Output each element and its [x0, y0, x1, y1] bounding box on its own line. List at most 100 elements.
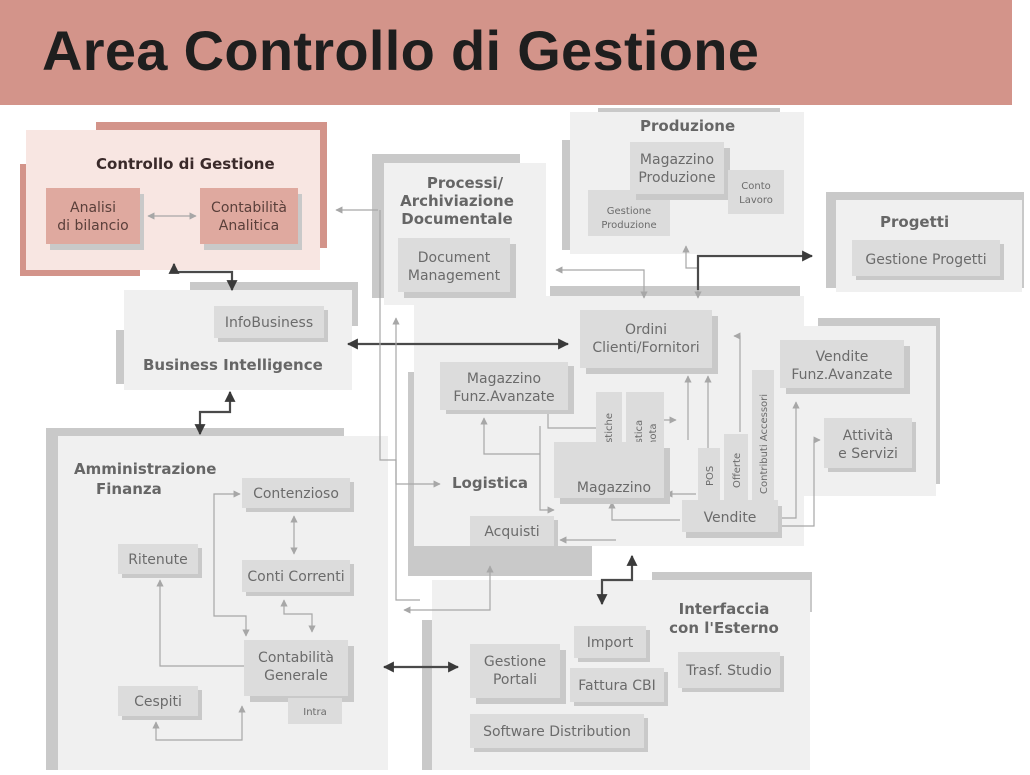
- svg-text:Produzione: Produzione: [601, 220, 656, 231]
- area-title-processi-3: Documentale: [401, 210, 512, 228]
- svg-text:Ordini: Ordini: [625, 322, 667, 338]
- node-document-management: Document Management: [398, 238, 516, 298]
- node-analisi-bilancio: Analisi di bilancio: [46, 188, 144, 250]
- area-title-controllo: Controllo di Gestione: [96, 155, 275, 173]
- svg-text:Contabilità: Contabilità: [258, 650, 334, 666]
- node-attivita-servizi: Attività e Servizi: [824, 418, 916, 472]
- connector-magazzino-vendite: [608, 501, 680, 521]
- svg-text:Vendite: Vendite: [704, 510, 757, 526]
- area-title-bi: Business Intelligence: [143, 356, 323, 374]
- svg-text:POS: POS: [705, 466, 716, 486]
- svg-text:Conto: Conto: [741, 181, 770, 192]
- area-title-processi-1: Processi/: [427, 174, 504, 192]
- area-title-amministrazione-2: Finanza: [96, 480, 162, 498]
- node-gestione-progetti: Gestione Progetti: [852, 240, 1004, 280]
- svg-text:Acquisti: Acquisti: [484, 524, 539, 540]
- connector-ordini-progetti: [696, 250, 814, 290]
- svg-text:Analitica: Analitica: [219, 218, 279, 234]
- node-import: Import: [574, 626, 650, 662]
- svg-text:Magazzino: Magazzino: [467, 371, 541, 387]
- node-contributi-accessori: Contributi Accessori: [752, 370, 774, 500]
- connector-ordini-offerte: [733, 332, 741, 432]
- connector-bi-amministrazione: [194, 390, 236, 436]
- svg-text:Management: Management: [408, 268, 501, 284]
- node-software-distribution: Software Distribution: [470, 714, 648, 752]
- svg-text:Analisi: Analisi: [70, 200, 116, 216]
- connector-processi-ordini: [555, 266, 648, 299]
- svg-text:Vendite: Vendite: [816, 349, 869, 365]
- svg-text:Fattura CBI: Fattura CBI: [578, 678, 656, 694]
- svg-text:Magazzino: Magazzino: [640, 152, 714, 168]
- node-cespiti: Cespiti: [118, 686, 202, 720]
- slide-title: Area Controllo di Gestione: [42, 19, 760, 82]
- slide-header: Area Controllo di Gestione: [0, 0, 1012, 105]
- svg-text:Gestione: Gestione: [484, 654, 546, 670]
- connector-magazzino-acquisti: [539, 426, 555, 514]
- svg-text:Magazzino: Magazzino: [577, 480, 651, 496]
- svg-text:Portali: Portali: [493, 672, 537, 688]
- node-magazzino: Magazzino: [554, 442, 670, 504]
- node-offerte: Offerte: [724, 434, 748, 500]
- connector-vendite-attivita: [780, 436, 821, 527]
- svg-text:Funz.Avanzate: Funz.Avanzate: [453, 389, 554, 405]
- connector-magfunz-magazzino: [480, 417, 540, 455]
- node-contabilita-generale: Contabilità Generale: [244, 640, 354, 702]
- svg-text:Contabilità: Contabilità: [211, 200, 287, 216]
- svg-text:di bilancio: di bilancio: [57, 218, 129, 234]
- connector-cespiti-contabilita: [152, 705, 246, 741]
- connector-contenzioso-contabilita: [213, 490, 250, 637]
- area-title-interfaccia-2: con l'Esterno: [669, 619, 779, 637]
- svg-text:Lavoro: Lavoro: [739, 195, 773, 206]
- svg-text:Contributi Accessori: Contributi Accessori: [759, 394, 770, 494]
- svg-text:Gestione: Gestione: [607, 206, 651, 217]
- node-pos: POS: [698, 448, 720, 500]
- svg-text:Clienti/Fornitori: Clienti/Fornitori: [592, 340, 699, 356]
- area-title-amministrazione-1: Amministrazione: [74, 460, 216, 478]
- node-conti-correnti: Conti Correnti: [242, 560, 354, 596]
- svg-text:Funz.Avanzate: Funz.Avanzate: [791, 367, 892, 383]
- node-magazzino-produzione: Magazzino Produzione: [630, 142, 730, 200]
- svg-text:InfoBusiness: InfoBusiness: [225, 315, 313, 331]
- node-vendite-funz-avanzate: Vendite Funz.Avanzate: [780, 340, 910, 394]
- connector-conti-contabilita: [280, 599, 316, 633]
- connector-controllo-bi: [168, 262, 238, 292]
- area-title-interfaccia-1: Interfaccia: [679, 600, 770, 618]
- svg-text:Contenzioso: Contenzioso: [253, 486, 339, 502]
- connectors: [147, 206, 821, 741]
- svg-text:Software Distribution: Software Distribution: [483, 724, 631, 740]
- area-title-logistica: Logistica: [452, 474, 528, 492]
- svg-text:Conti Correnti: Conti Correnti: [247, 569, 344, 585]
- svg-text:Trasf. Studio: Trasf. Studio: [685, 663, 772, 679]
- svg-text:Ritenute: Ritenute: [128, 552, 188, 568]
- area-title-progetti: Progetti: [880, 213, 949, 231]
- svg-text:Gestione Progetti: Gestione Progetti: [865, 252, 986, 268]
- node-ritenute: Ritenute: [118, 544, 202, 578]
- area-title-processi-2: Archiviazione: [400, 192, 514, 210]
- node-gestione-portali: Gestione Portali: [470, 644, 566, 704]
- svg-text:Produzione: Produzione: [638, 170, 715, 186]
- node-intra: Intra: [288, 698, 342, 724]
- svg-text:Logistica: Logistica: [634, 420, 645, 464]
- area-title-produzione: Produzione: [640, 117, 735, 135]
- node-fattura-cbi: Fattura CBI: [570, 668, 668, 706]
- node-acquisti: Acquisti: [470, 516, 558, 550]
- node-vendite: Vendite: [682, 500, 782, 538]
- svg-text:Generale: Generale: [264, 668, 328, 684]
- svg-text:Document: Document: [418, 250, 491, 266]
- svg-text:Intra: Intra: [303, 707, 326, 718]
- svg-text:Statistiche: Statistiche: [604, 413, 615, 466]
- connector-ritenute-contabilita: [156, 579, 244, 667]
- svg-text:e Servizi: e Servizi: [838, 446, 898, 462]
- connector-logistica-interfaccia: [596, 554, 638, 606]
- svg-text:Import: Import: [587, 635, 634, 651]
- svg-text:Cespiti: Cespiti: [134, 694, 182, 710]
- svg-text:Offerte: Offerte: [732, 453, 743, 488]
- connector-amministrazione-acquisti: [403, 565, 494, 614]
- svg-text:Attività: Attività: [843, 428, 893, 444]
- node-magazzino-funz-avanzate: Magazzino Funz.Avanzate: [440, 362, 574, 414]
- node-trasf-studio: Trasf. Studio: [678, 652, 784, 692]
- node-ordini-clienti-fornitori: Ordini Clienti/Fornitori: [580, 310, 718, 374]
- connector-vendite-funzavanzate: [780, 401, 800, 519]
- node-contenzioso: Contenzioso: [242, 478, 354, 512]
